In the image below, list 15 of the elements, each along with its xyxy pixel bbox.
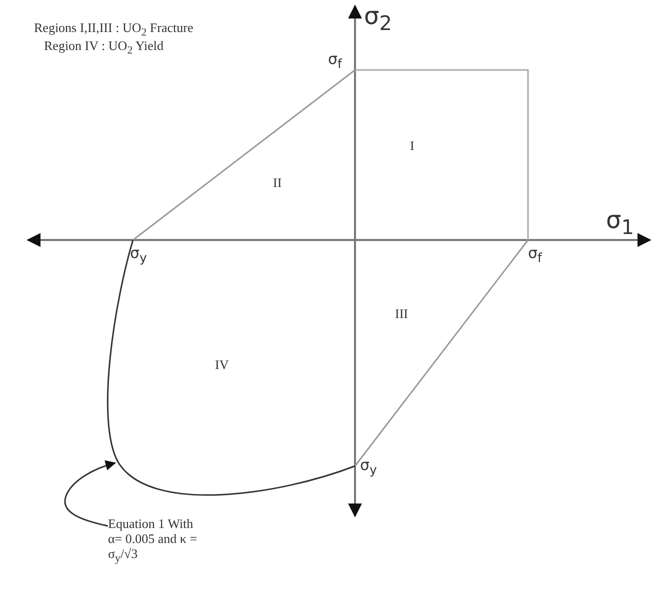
equation-note: Equation 1 With α= 0.005 and κ = σ$_{y}$/√3 xyxy=(108,516,200,567)
region-label: I xyxy=(410,138,414,154)
stress-label: σ$_{y}$ xyxy=(130,244,147,265)
legend-note: Region IV : UO$_{2}$ Yield xyxy=(44,38,164,57)
stress-label: σ$_{f}$ xyxy=(528,244,542,265)
axis-label: σ$_{2}$ xyxy=(364,2,392,35)
stress-label: σ$_{y}$ xyxy=(360,456,377,477)
yield-curve xyxy=(106,240,356,496)
axis-label: σ$_{1}$ xyxy=(606,206,634,239)
legend-note: Regions I,II,III : UO$_{2}$ Fracture xyxy=(34,20,194,39)
stress-label: σ$_{f}$ xyxy=(328,50,342,71)
leader-arrow xyxy=(64,460,116,527)
region-label: II xyxy=(273,175,282,191)
region-label: III xyxy=(395,306,408,322)
region-label: IV xyxy=(215,357,229,373)
